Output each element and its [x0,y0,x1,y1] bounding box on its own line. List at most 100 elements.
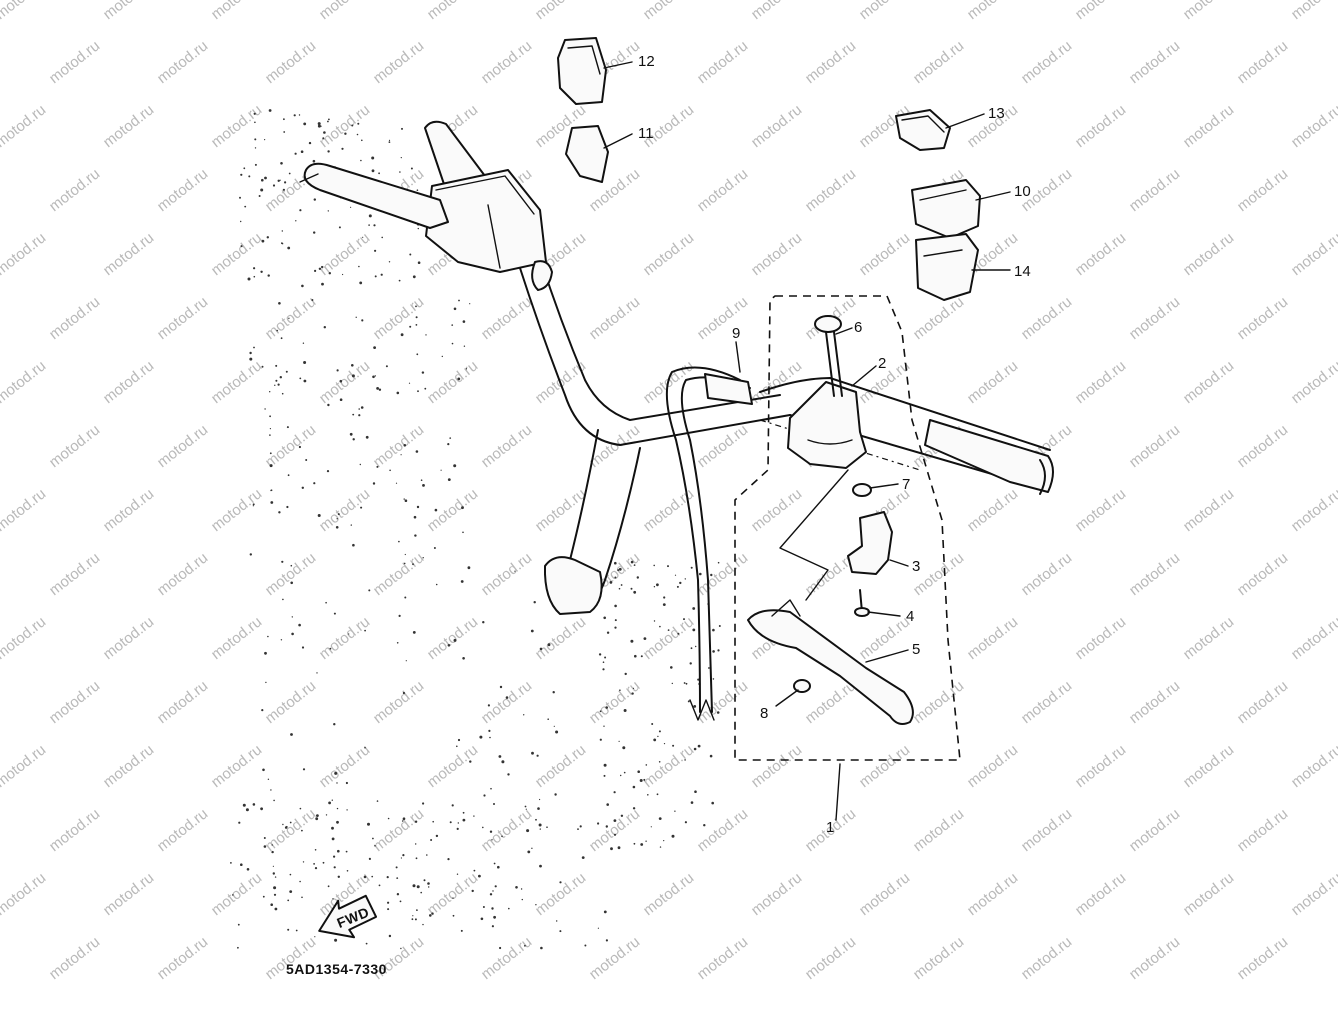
watermark-text: motod.ru [208,101,265,151]
watermark-text: motod.ru [1234,549,1291,599]
watermark-text: motod.ru [100,613,157,663]
watermark-text: motod.ru [262,549,319,599]
watermark-text: motod.ru [640,229,697,279]
watermark-text: motod.ru [1072,869,1129,919]
watermark-layer: motod.ru motod.ru motod.ru motod.ru motod.ru… [0,0,1338,983]
watermark-text: motod.ru [910,933,967,983]
watermark-text: motod.ru [640,613,697,663]
watermark-text: motod.ru [100,229,157,279]
watermark-text: motod.ru [1072,613,1129,663]
watermark-text: motod.ru [1288,869,1338,919]
watermark-text: motod.ru [478,421,535,471]
watermark-text: motod.ru [478,293,535,343]
watermark-text: motod.ru [1288,485,1338,535]
watermark-text: motod.ru [1180,357,1237,407]
watermark-text: motod.ru [856,869,913,919]
watermark-text: motod.ru [1126,933,1183,983]
watermark-text: motod.ru [1288,229,1338,279]
callout-8: 8 [760,705,768,722]
watermark-text: motod.ru [370,293,427,343]
watermark-text: motod.ru [1072,101,1129,151]
watermark-text: motod.ru [1018,677,1075,727]
watermark-text: motod.ru [154,165,211,215]
watermark-text: motod.ru [1288,0,1338,23]
watermark-text: motod.ru [46,37,103,87]
watermark-text: motod.ru [0,101,49,151]
watermark-text: motod.ru [694,677,751,727]
part-6-bolt [814,315,843,397]
watermark-text: motod.ru [154,293,211,343]
watermark-text: motod.ru [0,485,49,535]
watermark-text: motod.ru [208,485,265,535]
watermark-text: motod.ru [910,677,967,727]
watermark-text: motod.ru [586,805,643,855]
watermark-text: motod.ru [802,165,859,215]
watermark-text: motod.ru [1180,229,1237,279]
watermark-text: motod.ru [910,293,967,343]
watermark-text: motod.ru [640,0,697,23]
watermark-text: motod.ru [46,677,103,727]
watermark-text: motod.ru [100,357,157,407]
watermark-text: motod.ru [910,805,967,855]
watermark-text: motod.ru [694,165,751,215]
watermark-text: motod.ru [0,613,49,663]
watermark-text: motod.ru [1018,549,1075,599]
watermark-text: motod.ru [1234,421,1291,471]
watermark-text: motod.ru [316,0,373,23]
watermark-text: motod.ru [1126,37,1183,87]
watermark-text: motod.ru [46,165,103,215]
watermark-text: motod.ru [802,933,859,983]
watermark-text: motod.ru [748,741,805,791]
watermark-text: motod.ru [856,613,913,663]
watermark-text: motod.ru [1180,613,1237,663]
watermark-text: motod.ru [1288,613,1338,663]
watermark-text: motod.ru [0,869,49,919]
watermark-text: motod.ru [208,869,265,919]
watermark-text: motod.ru [208,741,265,791]
watermark-text: motod.ru [964,741,1021,791]
watermark-text: motod.ru [46,293,103,343]
watermark-text: motod.ru [1126,677,1183,727]
watermark-text: motod.ru [1126,293,1183,343]
watermark-text: motod.ru [694,421,751,471]
watermark-text: motod.ru [694,805,751,855]
watermark-text: motod.ru [964,357,1021,407]
watermark-text: motod.ru [856,229,913,279]
watermark-text: motod.ru [424,741,481,791]
watermark-text: motod.ru [1126,549,1183,599]
watermark-text: motod.ru [208,357,265,407]
watermark-text: motod.ru [424,869,481,919]
callout-5: 5 [912,641,920,658]
watermark-text: motod.ru [964,0,1021,23]
watermark-text: motod.ru [154,677,211,727]
watermark-text: motod.ru [1180,869,1237,919]
watermark-text: motod.ru [532,613,589,663]
watermark-text: motod.ru [1180,485,1237,535]
watermark-text: motod.ru [856,0,913,23]
watermark-text: motod.ru [1018,37,1075,87]
watermark-text: motod.ru [1126,805,1183,855]
watermark-text: motod.ru [0,357,49,407]
watermark-text: motod.ru [1072,0,1129,23]
watermark-text: motod.ru [424,613,481,663]
part-4-screw [854,589,870,617]
watermark-text: motod.ru [586,677,643,727]
watermark-text: motod.ru [316,613,373,663]
watermark-text: motod.ru [748,229,805,279]
watermark-text: motod.ru [1018,805,1075,855]
watermark-text: motod.ru [640,741,697,791]
callout-12: 12 [638,53,655,70]
watermark-text: motod.ru [1072,357,1129,407]
watermark-text: motod.ru [0,0,49,23]
watermark-text: motod.ru [1072,741,1129,791]
clutch-cable [665,366,753,721]
watermark-text: motod.ru [478,933,535,983]
watermark-text: motod.ru [1288,741,1338,791]
callout-14: 14 [1014,263,1031,280]
watermark-text: motod.ru [316,357,373,407]
watermark-text: motod.ru [532,0,589,23]
watermark-text: motod.ru [208,613,265,663]
watermark-text: motod.ru [1234,293,1291,343]
callout-9: 9 [732,325,740,342]
